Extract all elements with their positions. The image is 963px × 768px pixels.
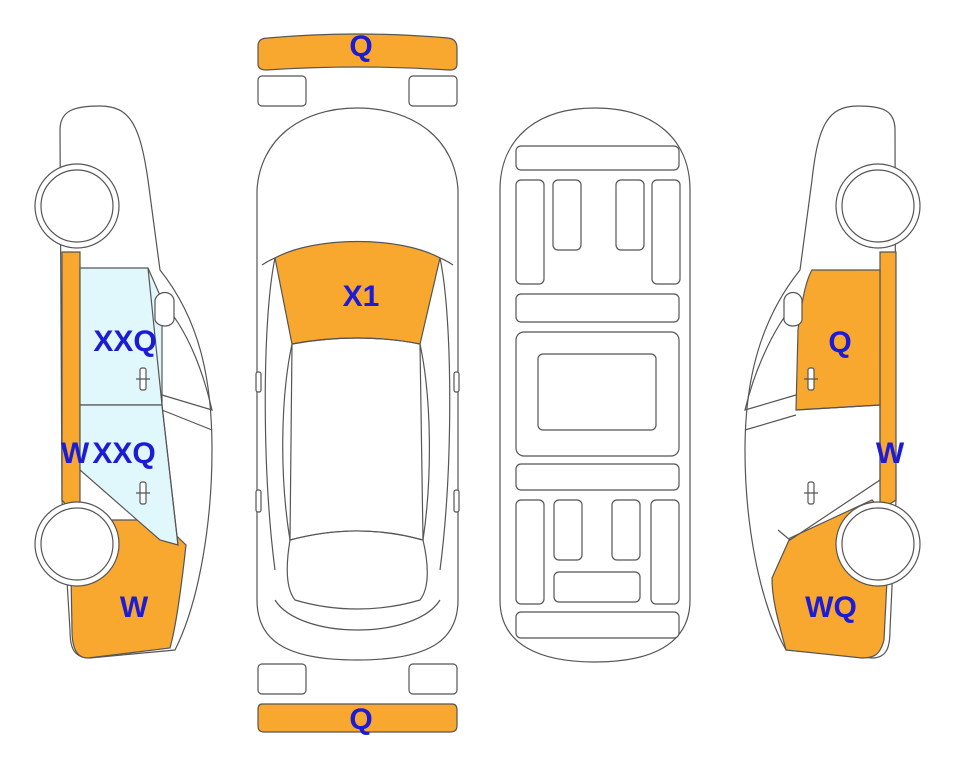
under-panel-5 (651, 179, 681, 285)
left-rear-door-panel[interactable] (79, 404, 179, 546)
front-bumper-panel[interactable] (257, 33, 458, 71)
right-rocker-code: W (876, 437, 905, 470)
top-right-inner-line (419, 343, 431, 541)
trunk-line (274, 599, 441, 631)
left-rear-door-code: XXQ (92, 437, 155, 470)
under-panel-13 (650, 499, 680, 605)
left-window-line-2 (161, 409, 213, 431)
left-rocker-code: W (61, 437, 90, 470)
right-window-line-2 (744, 414, 797, 431)
left-mirror (255, 371, 262, 393)
top-left-inner-line (282, 343, 293, 541)
right-front-wheel-rim (841, 169, 915, 243)
under-panel-1 (515, 145, 680, 171)
front-bumper-code: Q (349, 30, 372, 63)
car-underbody-view (499, 107, 691, 663)
left-door-divider (147, 267, 179, 546)
under-panel-4 (615, 179, 645, 251)
rear-window-outline (286, 530, 428, 610)
rear-right-wheel-box (408, 663, 458, 695)
left-rocker-panel[interactable] (61, 251, 81, 511)
windshield-code: X1 (343, 280, 380, 313)
left-front-door-code: XXQ (93, 325, 156, 358)
left-rear-wheel-rim (40, 507, 114, 581)
under-panel-15 (515, 611, 680, 639)
right-rear-wheel-rim (841, 507, 915, 581)
under-panel-12 (611, 499, 641, 561)
under-panel-9 (515, 463, 680, 491)
right-mirror (453, 371, 460, 393)
top-left-window-line (264, 257, 276, 571)
front-left-wheel-box (257, 75, 307, 107)
right-front-wheel (835, 163, 921, 249)
under-panel-3 (552, 179, 582, 251)
under-panel-10 (515, 499, 545, 605)
rear-bumper-code: Q (349, 703, 372, 736)
right-rear-wheel (835, 501, 921, 587)
car-left-side-view (34, 105, 213, 659)
damage-code-labels: Q X1 Q XXQ W XXQ W Q W WQ (61, 30, 905, 736)
right-handle-lines (804, 378, 818, 494)
car-top-view (255, 33, 460, 733)
right-rear-door-outline (777, 404, 881, 541)
left-mirror-side (154, 291, 175, 327)
left-rear-handle-line (136, 378, 150, 494)
under-panel-2 (515, 179, 545, 285)
under-panel-11 (553, 499, 583, 561)
right-rocker-panel[interactable] (879, 251, 897, 512)
left-rear-quarter-code: W (120, 591, 149, 624)
front-right-wheel-box (408, 75, 458, 107)
under-panel-6 (515, 293, 680, 323)
left-front-wheel (34, 163, 120, 249)
left-front-wheel-rim (40, 169, 114, 243)
right-mirror-side (783, 291, 803, 327)
left-rear-wheel (34, 501, 120, 587)
right-rear-quarter-code: WQ (805, 591, 857, 624)
under-panel-8 (537, 353, 657, 431)
car-right-side-view (744, 105, 921, 659)
top-right-window-line (439, 257, 451, 571)
right-handle-top (453, 489, 460, 513)
rear-bumper-panel[interactable] (257, 703, 458, 733)
rear-left-wheel-box (257, 663, 307, 695)
under-panel-14 (553, 571, 641, 603)
right-front-door-code: Q (828, 326, 851, 359)
left-handle-top (255, 489, 262, 513)
